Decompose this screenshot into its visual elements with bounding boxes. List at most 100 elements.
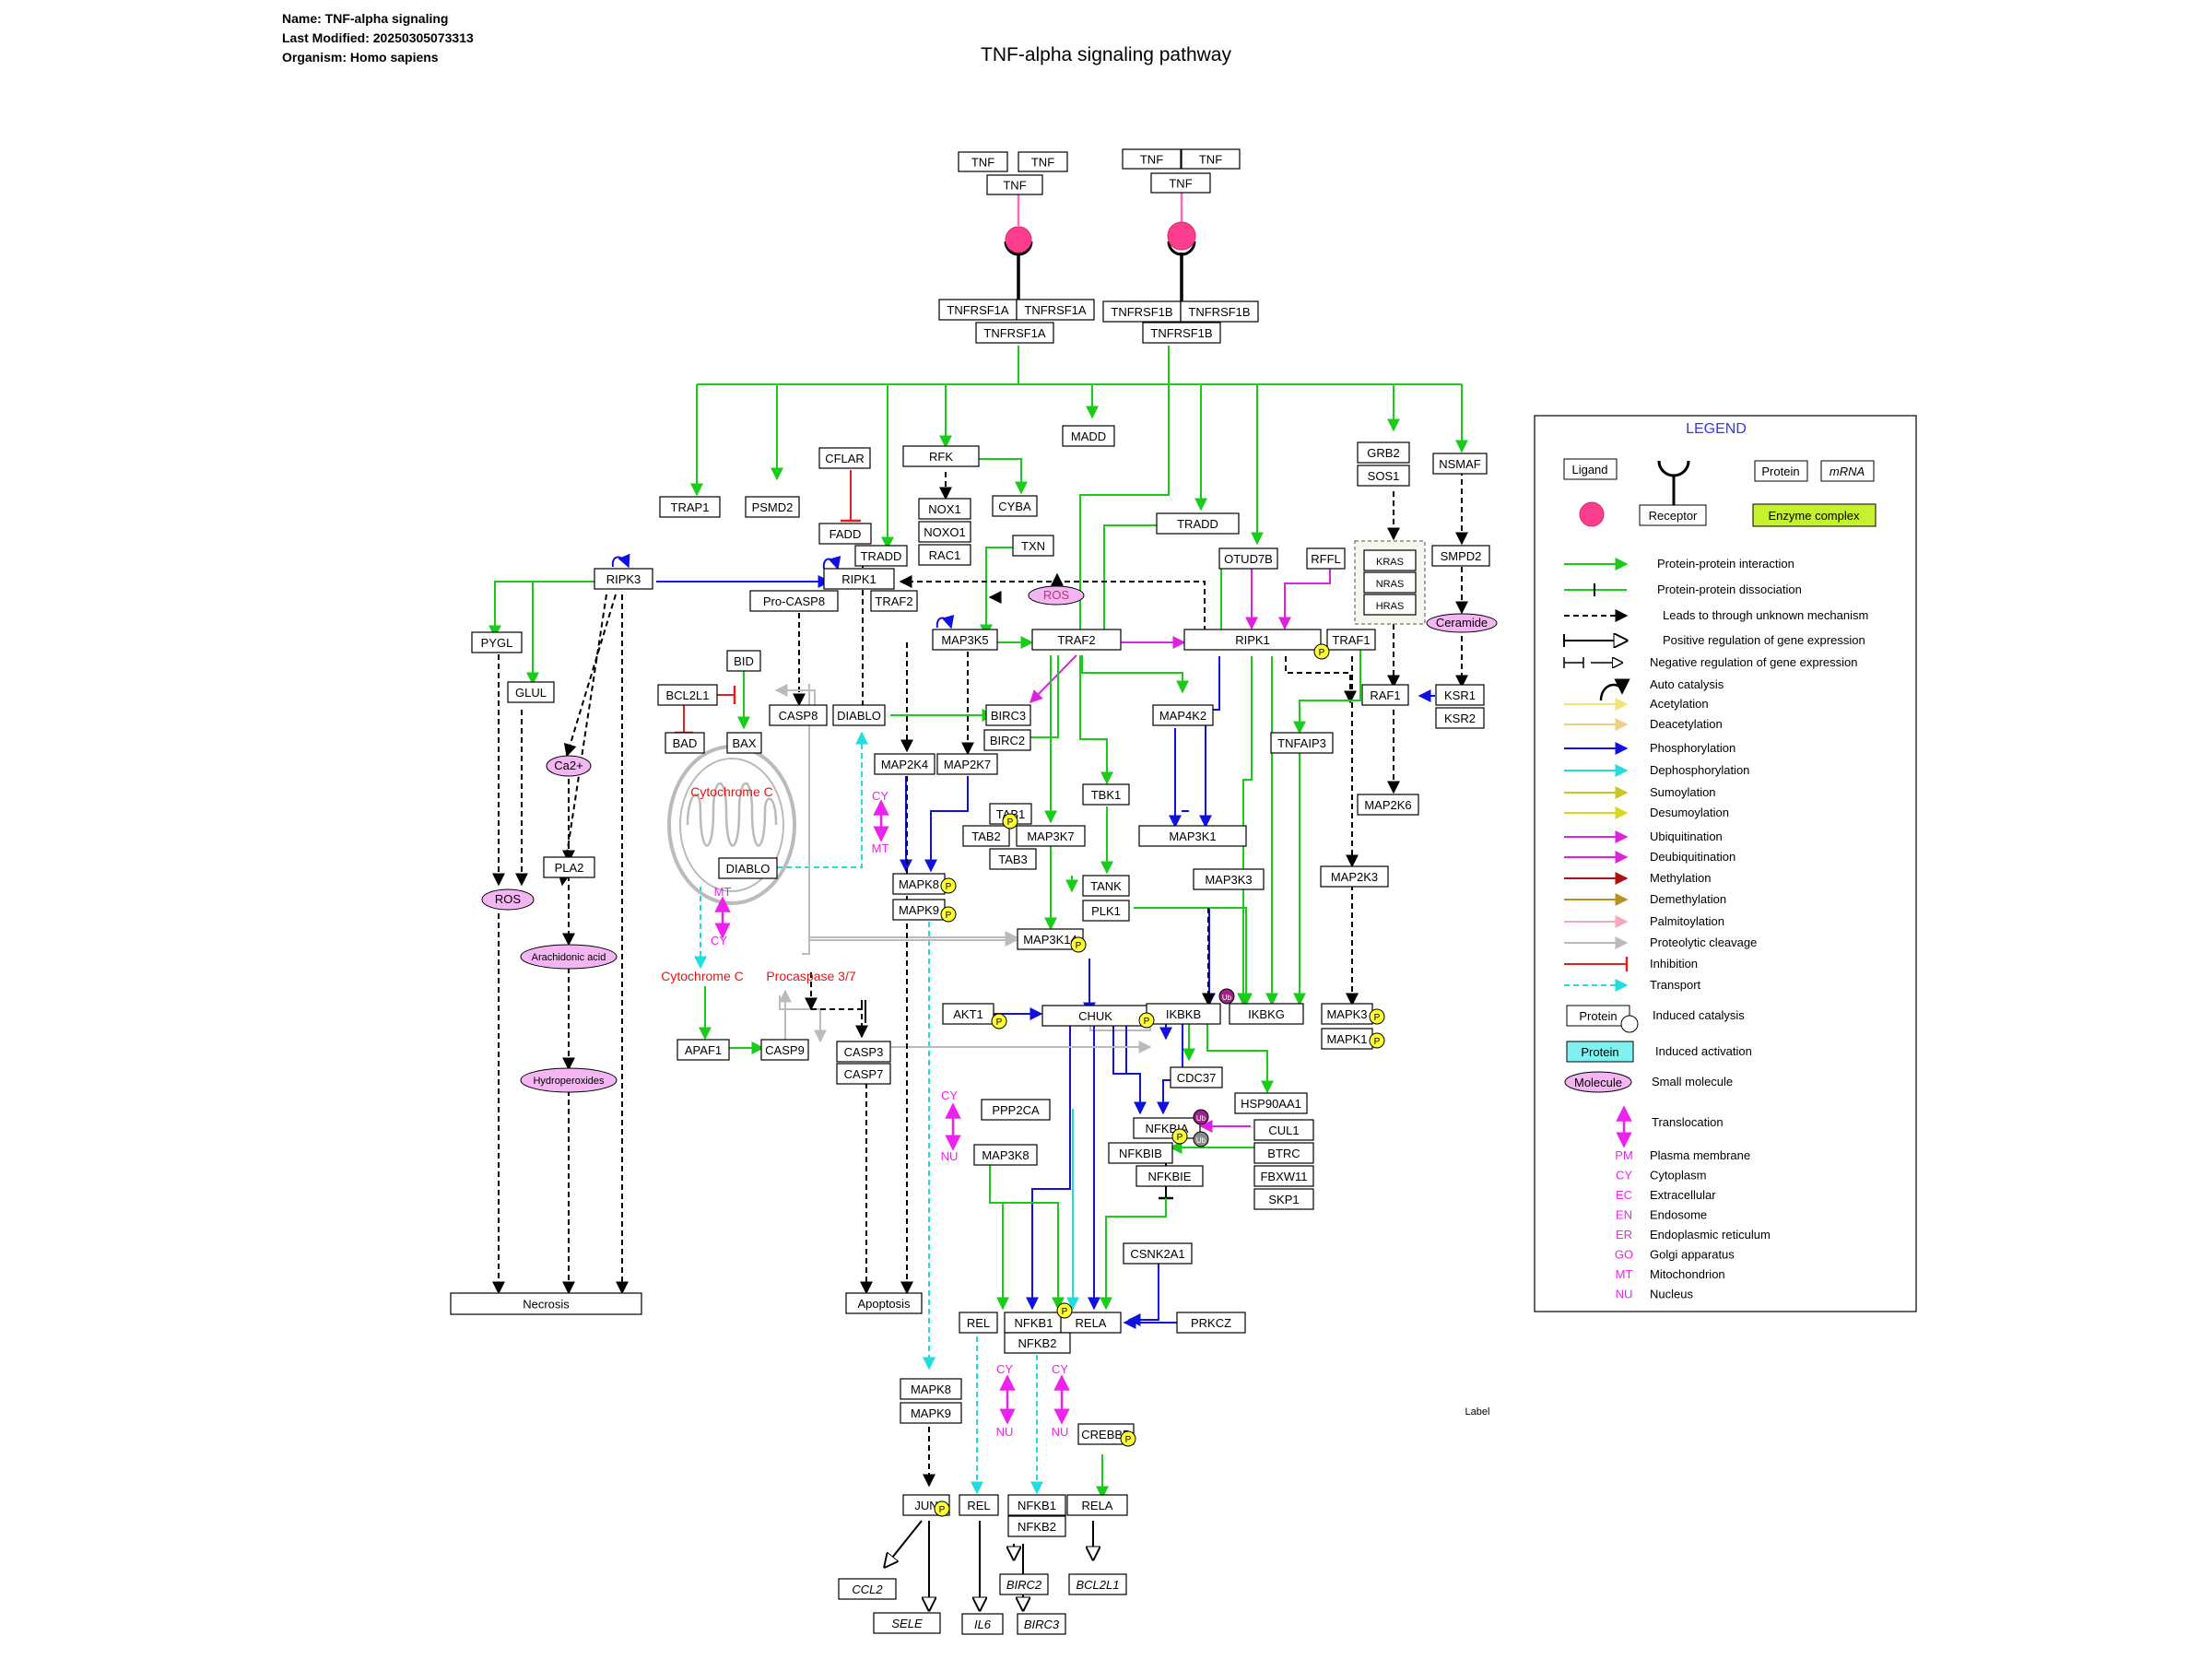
gene-product-trap1[interactable]: TRAP1 [659,496,721,518]
gene-product-mapk3[interactable]: MAPK3 [1321,1003,1373,1025]
gene-product-bcl2l1[interactable]: BCL2L1 [657,684,718,706]
gene-product-crebbp[interactable]: CREBBP [1077,1423,1135,1445]
gene-product-nfkb2-b[interactable]: NFKB2 [1007,1515,1066,1537]
gene-product-otud7b[interactable]: OTUD7B [1218,547,1278,570]
gene-product-rac1[interactable]: RAC1 [918,544,971,566]
gene-product-tnfrsf1a2[interactable]: TNFRSF1A [1016,299,1095,321]
gene-product-pygl[interactable]: PYGL [471,631,523,653]
gene-product-birc3[interactable]: BIRC3 [985,704,1031,726]
gene-product-txn[interactable]: TXN [1012,535,1054,557]
gene-product-ppp2ca[interactable]: PPP2CA [981,1099,1051,1121]
gene-product-traf1[interactable]: TRAF1 [1326,629,1376,651]
gene-product-madd[interactable]: MADD [1062,425,1115,447]
gene-product-mapk1[interactable]: MAPK1 [1321,1028,1373,1050]
gene-product-sos1[interactable]: SOS1 [1357,465,1410,487]
gene-product-cflar[interactable]: CFLAR [818,447,871,469]
gene-product-fadd[interactable]: FADD [818,523,872,545]
gene-product-map2k3[interactable]: MAP2K3 [1320,865,1389,888]
gene-product-mapk8-b[interactable]: MAPK8 [900,1378,962,1400]
gene-product-tnfrsf1b2[interactable]: TNFRSF1B [1180,300,1259,323]
gene-product-tab2[interactable]: TAB2 [962,825,1010,847]
gene-product-btrc[interactable]: BTRC [1253,1142,1314,1164]
gene-product-chuk[interactable]: CHUK [1041,1005,1149,1027]
gene-product-plk1[interactable]: PLK1 [1082,900,1130,922]
gene-product-raf1[interactable]: RAF1 [1361,684,1409,706]
gene-product-smpd2[interactable]: SMPD2 [1431,545,1490,567]
gene-product-hras[interactable]: HRAS [1363,594,1417,616]
gene-product-map3k1[interactable]: MAP3K1 [1138,825,1247,847]
gene-product-tnf3[interactable]: TNF [986,174,1043,195]
gene-product-tradd-a[interactable]: TRADD [854,545,908,567]
molecule-hydroperoxides[interactable]: Hydroperoxides [520,1067,618,1093]
molecule-ros-a[interactable]: ROS [1028,585,1085,606]
gene-product-rfk[interactable]: RFK [902,445,980,467]
gene-product-map2k7[interactable]: MAP2K7 [936,753,998,775]
gene-product-cul1[interactable]: CUL1 [1253,1119,1314,1141]
gene-product-bad[interactable]: BAD [665,732,705,754]
gene-product-apoptosis[interactable]: Apoptosis [845,1292,923,1314]
gene-product-nox1[interactable]: NOX1 [918,498,971,520]
gene-product-casp7[interactable]: CASP7 [836,1063,891,1085]
gene-product-rel-a[interactable]: REL [959,1312,998,1334]
gene-product-ripk1-b[interactable]: RIPK1 [1183,629,1322,651]
gene-product-pla2[interactable]: PLA2 [543,856,595,878]
gene-product-nfkbie[interactable]: NFKBIE [1135,1165,1204,1187]
gene-product-psmd2[interactable]: PSMD2 [745,496,800,518]
gene-product-tnfrsf1a1[interactable]: TNFRSF1A [938,299,1018,321]
gene-product-akt1[interactable]: AKT1 [942,1003,994,1025]
gene-product-tnf5[interactable]: TNF [1181,148,1241,170]
gene-product-tnfrsf1b1[interactable]: TNFRSF1B [1102,300,1182,323]
gene-product-tab3[interactable]: TAB3 [989,848,1037,870]
gene-product-nfkbib[interactable]: NFKBIB [1108,1142,1173,1164]
gene-product-traf2-a[interactable]: TRAF2 [870,590,918,612]
gene-product-glul[interactable]: GLUL [507,681,555,703]
gene-product-ccl2[interactable]: CCL2 [838,1578,897,1600]
gene-product-casp9[interactable]: CASP9 [760,1039,809,1061]
gene-product-nfkb2-a[interactable]: NFKB2 [1004,1332,1071,1354]
gene-product-pro-casp8[interactable]: Pro-CASP8 [749,590,839,612]
gene-product-mapk9-a[interactable]: MAPK9 [892,899,946,921]
gene-product-rel-b[interactable]: REL [959,1494,999,1516]
gene-product-apaf1[interactable]: APAF1 [677,1039,730,1061]
gene-product-diablo-b[interactable]: DIABLO [718,857,778,879]
gene-product-diablo-a[interactable]: DIABLO [832,704,886,726]
gene-product-map4k2[interactable]: MAP4K2 [1152,704,1214,726]
gene-product-rffl[interactable]: RFFL [1306,547,1346,570]
gene-product-csnk2a1[interactable]: CSNK2A1 [1123,1242,1193,1265]
gene-product-map3k7[interactable]: MAP3K7 [1016,825,1086,847]
gene-product-casp3[interactable]: CASP3 [836,1041,891,1063]
gene-product-mapk9-b[interactable]: MAPK9 [900,1402,962,1424]
gene-product-kras[interactable]: KRAS [1363,549,1417,571]
gene-product-casp8[interactable]: CASP8 [769,704,828,726]
gene-product-map2k4[interactable]: MAP2K4 [874,753,935,775]
gene-product-fbxw11[interactable]: FBXW11 [1253,1165,1314,1187]
gene-product-tnf1[interactable]: TNF [958,151,1008,172]
gene-product-il6[interactable]: IL6 [961,1613,1004,1635]
gene-product-bid[interactable]: BID [726,650,761,672]
gene-product-ksr2[interactable]: KSR2 [1435,707,1485,729]
gene-product-tnf6[interactable]: TNF [1150,172,1211,194]
gene-product-skp1[interactable]: SKP1 [1253,1188,1314,1210]
gene-product-tnf2[interactable]: TNF [1018,151,1068,172]
gene-product-hsp90aa1[interactable]: HSP90AA1 [1234,1092,1308,1114]
gene-product-tnfrsf1a3[interactable]: TNFRSF1A [975,322,1054,344]
gene-product-nfkb1-b[interactable]: NFKB1 [1007,1494,1066,1516]
gene-product-map2k6[interactable]: MAP2K6 [1357,794,1419,816]
gene-product-grb2[interactable]: GRB2 [1357,441,1410,464]
gene-product-birc2-g[interactable]: BIRC2 [999,1573,1049,1595]
gene-product-nfkb1-a[interactable]: NFKB1 [1004,1312,1064,1334]
molecule-arachidonic[interactable]: Arachidonic acid [520,944,618,970]
gene-product-tnf4[interactable]: TNF [1122,148,1182,170]
gene-product-bax[interactable]: BAX [726,732,762,754]
gene-product-birc2[interactable]: BIRC2 [983,729,1031,751]
gene-product-nsmaf[interactable]: NSMAF [1432,453,1488,475]
gene-product-nfkbia[interactable]: NFKBIA [1133,1117,1201,1139]
gene-product-map3k8[interactable]: MAP3K8 [973,1144,1038,1166]
gene-product-traf2-b[interactable]: TRAF2 [1031,629,1122,651]
molecule-ceramide[interactable]: Ceramide [1426,613,1498,633]
gene-product-tnfrsf1b3[interactable]: TNFRSF1B [1142,322,1221,344]
gene-product-tnfaip3[interactable]: TNFAIP3 [1270,732,1334,754]
gene-product-bcl2l1-g[interactable]: BCL2L1 [1068,1573,1127,1595]
molecule-ca2[interactable]: Ca2+ [546,755,592,777]
gene-product-map3k3[interactable]: MAP3K3 [1193,868,1265,890]
